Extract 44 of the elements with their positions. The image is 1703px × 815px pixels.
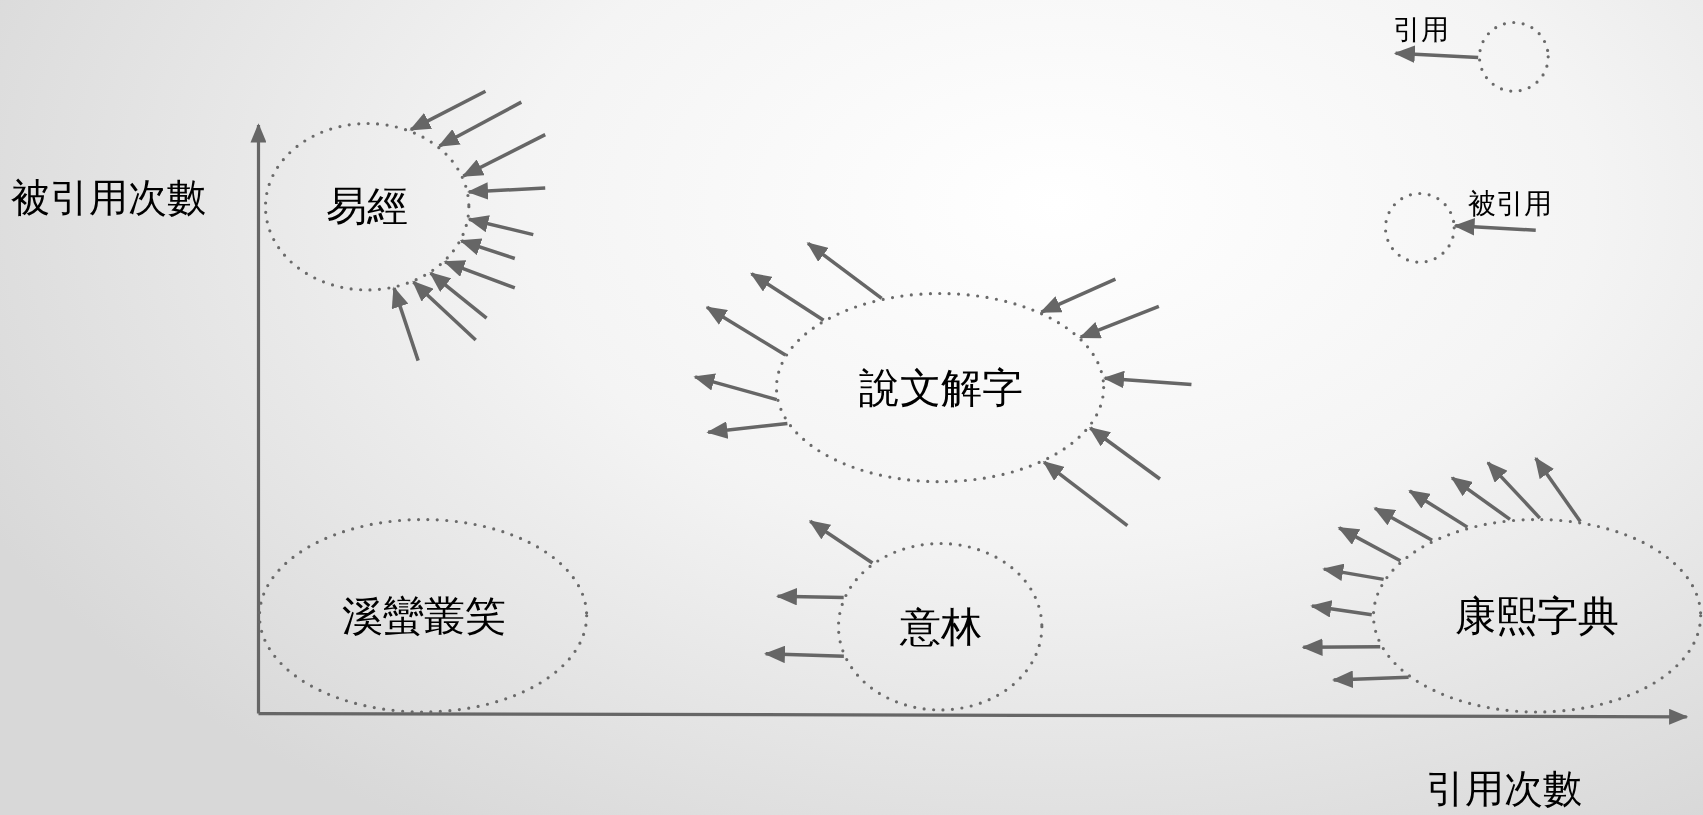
node-label: 說文解字 <box>857 362 1024 414</box>
arrow <box>1301 638 1381 656</box>
arrow <box>1332 670 1409 688</box>
arrow <box>1393 45 1479 63</box>
arrow <box>461 133 546 178</box>
arrow <box>693 373 778 402</box>
arrow <box>437 100 523 148</box>
arrow <box>1322 563 1384 582</box>
arrow <box>808 519 874 565</box>
arrow <box>1486 461 1542 520</box>
arrow <box>750 272 825 322</box>
arrow <box>391 286 420 362</box>
arrow <box>443 260 516 290</box>
node-label: 易經 <box>325 180 410 232</box>
arrow <box>409 89 487 132</box>
arrow <box>459 238 516 261</box>
node-label: 意林 <box>898 601 983 653</box>
arrow <box>1103 370 1192 389</box>
arrow <box>429 271 488 320</box>
arrow <box>705 305 787 357</box>
node-label: 康熙字典 <box>1453 590 1620 642</box>
arrow <box>467 215 534 237</box>
arrow <box>706 421 788 439</box>
node-label: 溪蠻叢笑 <box>340 590 507 642</box>
arrow <box>1534 456 1582 523</box>
arrow <box>1042 460 1129 528</box>
arrow <box>806 241 883 300</box>
arrow <box>412 280 477 342</box>
arrow <box>1450 476 1511 521</box>
axis-label: 被引用次數 <box>10 173 206 222</box>
arrow <box>775 587 844 606</box>
arrow <box>1453 218 1536 236</box>
edge-label: 被引用 <box>1468 185 1553 222</box>
arrow <box>1039 277 1117 314</box>
arrow <box>467 182 546 200</box>
axis-label: 引用次數 <box>1426 765 1583 814</box>
arrow <box>1373 506 1433 542</box>
arrow <box>763 645 844 664</box>
arrow <box>1337 526 1402 563</box>
edge-label: 引用 <box>1393 11 1450 48</box>
arrow <box>1310 600 1372 618</box>
arrow <box>1079 304 1160 339</box>
arrow <box>1088 426 1161 481</box>
arrow <box>1408 489 1469 529</box>
